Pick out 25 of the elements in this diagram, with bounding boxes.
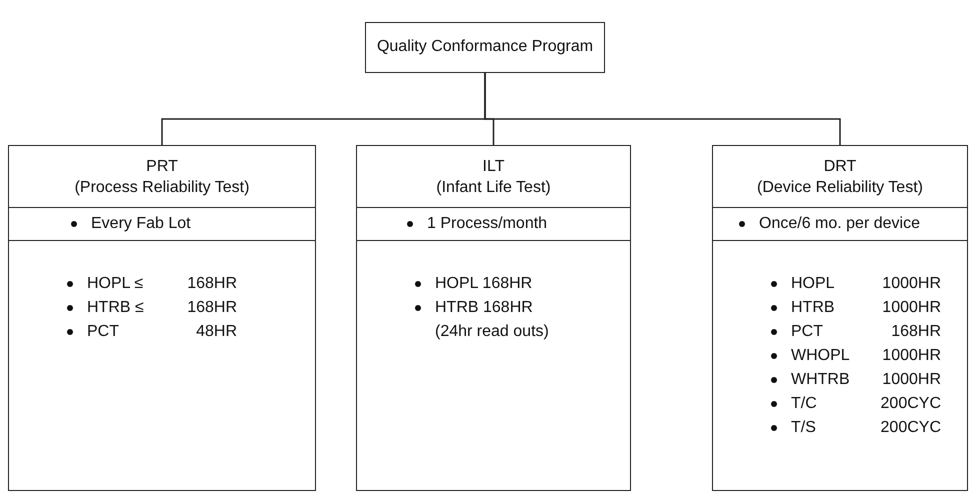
test-item: PCT 168HR: [791, 322, 941, 342]
test-column-box: [356, 145, 631, 491]
test-frequency: Once/6 mo. per device: [759, 214, 920, 234]
test-column-box: [8, 145, 316, 491]
item-note: (24hr read outs): [435, 322, 549, 342]
test-item: HOPL 168HR: [435, 274, 532, 294]
test-item: T/S 200CYC: [791, 418, 941, 438]
test-item: HOPL 1000HR: [791, 274, 941, 294]
test-column-box: [712, 145, 968, 491]
program-box: [365, 22, 605, 73]
column-heading: ILT (Infant Life Test): [435, 157, 552, 198]
column-heading: PRT (Process Reliability Test): [74, 157, 250, 198]
test-item: WHTRB 1000HR: [791, 370, 941, 390]
test-item: HTRB 168HR: [435, 298, 533, 318]
test-item: HTRB ≤ 168HR: [87, 298, 237, 318]
test-item: WHOPL 1000HR: [791, 346, 941, 366]
test-item: HOPL ≤ 168HR: [87, 274, 237, 294]
program-title: Quality Conformance Program: [376, 37, 594, 57]
test-frequency: 1 Process/month: [427, 214, 548, 234]
test-item: T/C 200CYC: [791, 394, 941, 414]
connector-line: [484, 73, 841, 145]
test-item: HTRB 1000HR: [791, 298, 941, 318]
column-heading: DRT (Device Reliability Test): [756, 157, 924, 198]
test-item: PCT 48HR: [87, 322, 237, 342]
test-frequency: Every Fab Lot: [91, 214, 191, 234]
